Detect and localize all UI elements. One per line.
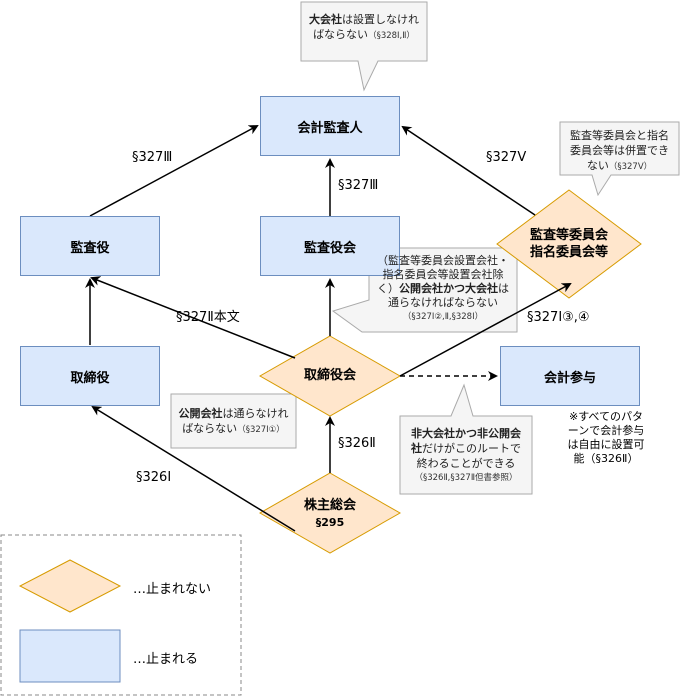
side-note-line4: 能（§326Ⅱ） [573,452,639,465]
callout-bottom-shape [399,383,533,495]
callout-middle-line2: 指名委員会等設置会社除 [382,268,504,281]
legend-frame [0,534,242,696]
callout-right-top-ref: （§327Ⅴ） [608,162,653,172]
legend-diamond [18,559,122,613]
callout-right-top-line2: 委員会等は併置でき [570,144,669,157]
shareholders-label-line1: 株主総会 [303,498,356,513]
callout-top-ref: （§328Ⅰ,Ⅱ） [368,31,415,41]
callout-bottom-line1: 非大会社かつ非公開会 [411,427,521,440]
edge-label-shareholders-board: §326Ⅱ [338,436,376,451]
edge-label-board-committee: §327Ⅰ③,④ [527,310,590,325]
callout-right-top: 監査等委員会と指名 委員会等は併置でき ない（§327Ⅴ） [562,128,677,175]
arrow-committee-to-auditor [401,125,536,216]
callout-left-text2: ばならない [182,422,238,435]
torishimariyaku-node: 取締役 [20,346,160,406]
arrow-shareholders-to-torishimariyaku [91,405,296,532]
kansayakukai-node: 監査役会 [260,216,400,276]
callout-middle-line3a: く） [377,282,399,295]
kansayakukai-label: 監査役会 [303,240,356,256]
shareholders-diamond [258,472,402,554]
kaikei-sanyo-label: 会計参与 [543,370,596,386]
auditor-label: 会計監査人 [297,120,363,136]
callout-right-top-shape [559,121,680,197]
callout-top-shape [300,1,428,92]
callout-bottom: 非大会社かつ非公開会 社だけがこのルートで 終わることができる （§326Ⅱ,§… [401,426,531,486]
callout-bottom-line2b: だけがこのルートで [422,442,521,455]
shareholders-label-line2: §295 [315,516,345,529]
legend-diamond-label: …止まれない [133,582,212,597]
edge-label-shareholders-torishimariyaku: §326Ⅰ [136,470,172,485]
side-note-line3: は自由に設置可 [567,438,645,451]
callout-bottom-line3: 終わることができる [416,457,516,470]
shareholders-label: 株主総会 §295 [280,497,380,531]
arrow-kansayaku-to-auditor [89,125,259,217]
callout-right-top-line1: 監査等委員会と指名 [570,129,669,142]
callout-middle-line1: （監査等委員会設置会社・ [377,254,509,267]
callout-left-shape [170,393,297,449]
committee-label-line1: 監査等委員会 [529,228,608,243]
callout-top-text2: ばならない [313,28,369,41]
edge-label-board-kansayaku: §327Ⅱ本文 [176,310,240,325]
side-note-line2: ーンで会計参与 [567,424,645,437]
auditor-node: 会計監査人 [260,96,400,156]
callout-left: 公開会社は通らなけれ ばならない（§327Ⅰ①） [171,406,296,438]
arrow-board-to-kansayaku [90,276,296,359]
kaikei-sanyo-node: 会計参与 [500,346,640,406]
callout-middle-line4: 通らなければならない [388,296,498,309]
callout-middle-line3c: は [498,282,509,295]
kansayaku-label: 監査役 [70,240,110,256]
callout-top-text1: は設置しなけれ [342,13,419,26]
callout-bottom-ref: （§326Ⅱ,§327Ⅱ但書参照） [414,473,518,483]
committee-label: 監査等委員会 指名委員会等 [509,227,629,261]
kaikei-sanyo-side-note: ※すべてのパタ ーンで会計参与 は自由に設置可 能（§326Ⅱ） [556,410,656,466]
edge-label-committee-auditor: §327Ⅴ [486,150,527,165]
side-note-line1: ※すべてのパタ [568,410,643,423]
board-label: 取締役会 [280,367,380,384]
callout-bottom-line2a: 社 [411,442,422,455]
legend-box-label: …止まれる [133,652,199,667]
arrow-board-to-committee [399,283,572,377]
callout-right-top-line3: ない [586,159,609,172]
callout-middle-ref: （§327Ⅰ②,Ⅱ,§328Ⅰ） [402,312,484,322]
callout-left-ref: （§327Ⅰ①） [237,425,285,435]
legend-box [19,629,121,683]
kansayaku-node: 監査役 [20,216,160,276]
callout-top-bold: 大会社 [309,13,342,26]
committee-label-line2: 指名委員会等 [529,245,608,260]
torishimariyaku-label: 取締役 [70,370,110,386]
board-label-text: 取締役会 [303,368,356,383]
callout-middle-line3b: 公開会社かつ大会社 [399,282,498,295]
edge-label-kansayakukai-auditor: §327Ⅲ [338,178,379,193]
callout-left-bold: 公開会社 [178,407,223,420]
callout-middle: （監査等委員会設置会社・ 指名委員会等設置会社除 く）公開会社かつ大会社は 通ら… [370,254,516,324]
committee-diamond [496,189,642,299]
edge-label-kansayaku-auditor: §327Ⅲ [132,150,173,165]
callout-left-text1: は通らなけれ [222,407,289,420]
callout-top: 大会社は設置しなけれ ばならない（§328Ⅰ,Ⅱ） [303,12,425,44]
